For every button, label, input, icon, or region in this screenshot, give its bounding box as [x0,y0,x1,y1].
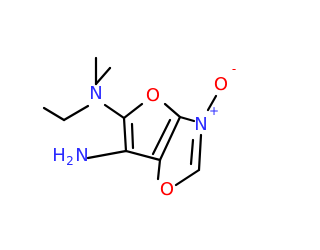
atom-nh2-n: N [75,145,88,166]
bond-c6-c3a [124,149,162,162]
atom-o-oxide: O [214,74,228,95]
atom-n-amine: N [89,83,102,104]
bond-c5-c6-double [130,122,135,150]
molecule-canvas: N O N + O - O H 2 N [42,56,237,200]
bond-o-c7a [163,102,182,119]
atom-o-oxazole: O [160,179,174,200]
atom-nh2-subscript: 2 [66,154,74,168]
bond-n3-c2-double [189,138,195,166]
bond-c3a-c7a-double [151,118,172,156]
bond-n-ch2 [62,104,90,122]
bond-ch2-ch3 [42,106,66,122]
bond-n-c5 [103,103,126,120]
atom-n-oxide: N [194,114,207,135]
bond-n3-o [206,94,218,112]
charge-o-minus: - [232,62,236,76]
atom-labels: N O N + O - O H 2 N [52,62,236,200]
bond-n3-c2 [197,133,203,172]
bond-c2-o [174,168,201,187]
bond-c5-o [122,102,144,120]
bond-c3a-c7a [158,115,182,162]
bond-c7a-n3 [178,115,196,123]
atom-o-furan: O [146,85,160,106]
molecule-structure: N O N + O - O H 2 N [42,56,236,200]
bond-c5-c6 [122,116,128,153]
bond-c6-nh2 [86,149,128,160]
bond-o-c3a [156,158,162,181]
atom-nh2-h: H [52,145,66,166]
bond-n-methyl [94,66,112,86]
charge-n-plus: + [209,104,219,118]
bonds [42,56,218,187]
